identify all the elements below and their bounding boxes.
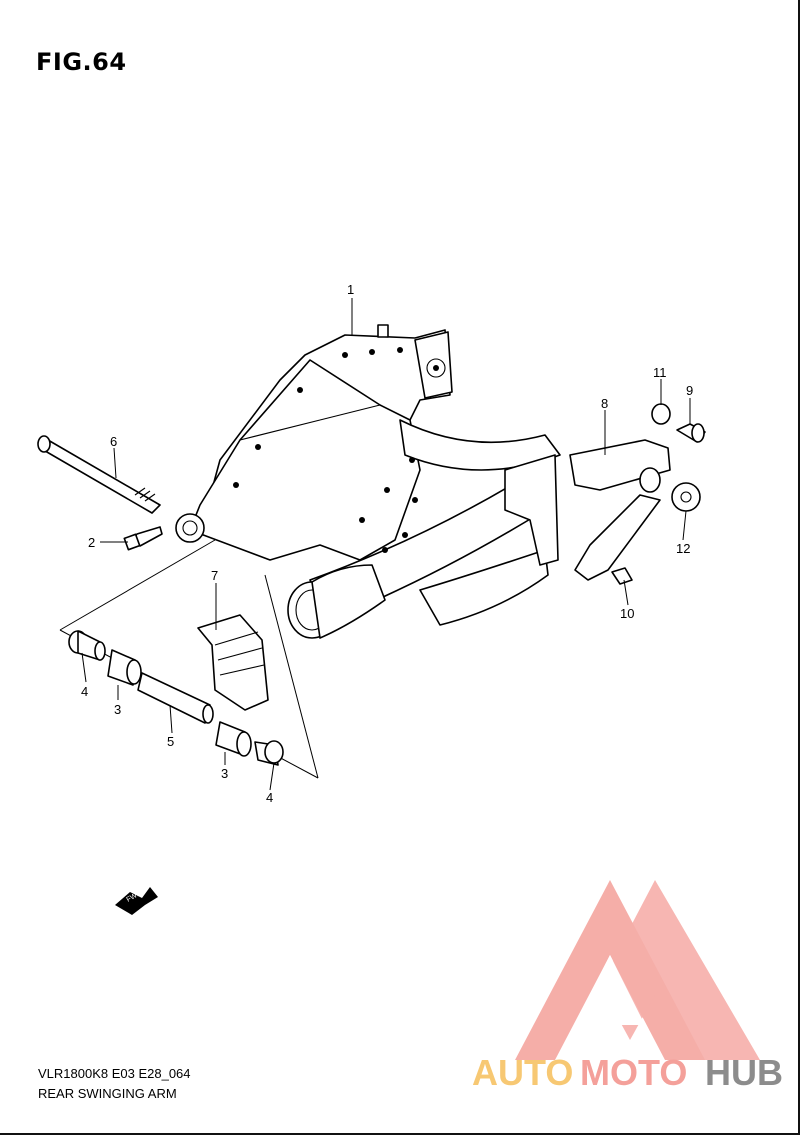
callout-11: 11 bbox=[653, 365, 667, 380]
pivot-shaft bbox=[37, 435, 161, 514]
watermark-part-1: AUTO bbox=[472, 1052, 573, 1093]
callout-10: 10 bbox=[620, 606, 634, 621]
callout-leaders bbox=[81, 298, 691, 791]
callout-6: 6 bbox=[110, 434, 117, 449]
callout-4b: 4 bbox=[266, 790, 273, 805]
callout-3a: 3 bbox=[114, 702, 121, 717]
callout-8: 8 bbox=[601, 396, 608, 411]
callout-9: 9 bbox=[686, 383, 693, 398]
forward-direction-arrow: FWD bbox=[115, 887, 158, 915]
watermark-logo bbox=[515, 880, 760, 1060]
small-hardware bbox=[611, 403, 706, 585]
watermark-part-2: MOTO bbox=[580, 1052, 687, 1093]
callout-5: 5 bbox=[167, 734, 174, 749]
bolt bbox=[123, 526, 163, 551]
watermark-text: AUTO MOTO HUB bbox=[472, 1052, 783, 1093]
footer-section-name: REAR SWINGING ARM bbox=[38, 1086, 177, 1101]
callout-4a: 4 bbox=[81, 684, 88, 699]
bearing-set bbox=[68, 630, 284, 766]
footer-model-code: VLR1800K8 E03 E28_064 bbox=[38, 1066, 191, 1081]
guard-bracket bbox=[569, 439, 671, 581]
callout-labels: 1 2 3 3 4 4 5 6 7 8 9 10 11 12 bbox=[81, 282, 693, 805]
callout-12: 12 bbox=[676, 541, 690, 556]
swing-arm-frame bbox=[175, 324, 561, 639]
figure-title: FIG.64 bbox=[36, 48, 127, 76]
callout-1: 1 bbox=[347, 282, 354, 297]
watermark-part-3: HUB bbox=[705, 1052, 783, 1093]
callout-7: 7 bbox=[211, 568, 218, 583]
callout-2: 2 bbox=[88, 535, 95, 550]
callout-3b: 3 bbox=[221, 766, 228, 781]
cover bbox=[197, 614, 269, 711]
